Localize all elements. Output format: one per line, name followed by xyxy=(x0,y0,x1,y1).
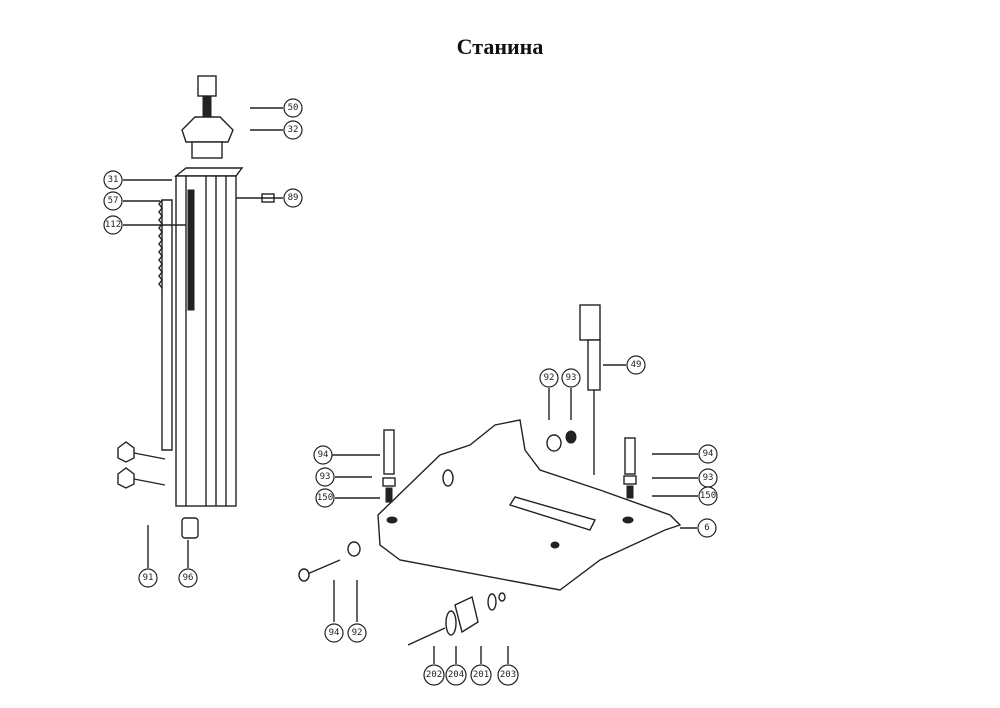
svg-text:202: 202 xyxy=(426,670,442,680)
svg-text:96: 96 xyxy=(183,573,194,583)
handle-knob xyxy=(181,116,234,143)
svg-text:92: 92 xyxy=(544,373,555,383)
knob-hub xyxy=(191,141,223,159)
nut-203 xyxy=(498,592,506,602)
column-top-face xyxy=(174,167,244,177)
bolt-94-bottom xyxy=(304,559,341,576)
callout: 204 xyxy=(445,664,467,686)
svg-text:6: 6 xyxy=(704,523,709,533)
svg-text:89: 89 xyxy=(288,193,299,203)
callout: 150 xyxy=(315,488,335,508)
svg-text:93: 93 xyxy=(703,473,714,483)
svg-text:93: 93 xyxy=(320,472,331,482)
callout: 201 xyxy=(470,664,492,686)
nut-93 xyxy=(565,430,577,444)
bolt-head-1 xyxy=(117,441,135,463)
callout: 31 xyxy=(103,170,123,190)
svg-text:112: 112 xyxy=(105,220,121,230)
svg-text:94: 94 xyxy=(703,449,714,459)
svg-text:93: 93 xyxy=(566,373,577,383)
column-assembly xyxy=(117,75,275,539)
bolt-202 xyxy=(407,627,446,646)
svg-text:150: 150 xyxy=(317,493,333,503)
diagram-title: Станина xyxy=(456,34,544,59)
callout: 112 xyxy=(103,215,123,235)
callout: 94 xyxy=(324,623,344,643)
svg-text:94: 94 xyxy=(329,628,340,638)
callout: 50 xyxy=(283,98,303,118)
svg-text:50: 50 xyxy=(288,103,299,113)
svg-text:91: 91 xyxy=(143,573,154,583)
leader-lines xyxy=(123,107,698,664)
callout: 96 xyxy=(178,568,198,588)
svg-text:94: 94 xyxy=(318,450,329,460)
top-nut xyxy=(197,75,217,97)
callout: 91 xyxy=(138,568,158,588)
lead-screw xyxy=(187,189,195,311)
washer-92-bottom xyxy=(347,541,361,557)
svg-text:204: 204 xyxy=(448,670,464,680)
callout: 93 xyxy=(561,368,581,388)
callout: 89 xyxy=(283,188,303,208)
svg-text:92: 92 xyxy=(352,628,363,638)
callout: 92 xyxy=(539,368,559,388)
base-casting xyxy=(377,419,682,591)
washer-204 xyxy=(445,610,457,636)
svg-text:57: 57 xyxy=(108,196,119,206)
svg-text:31: 31 xyxy=(108,175,119,185)
rubber-foot-201 xyxy=(454,596,479,634)
svg-text:32: 32 xyxy=(288,125,299,135)
svg-text:150: 150 xyxy=(700,491,716,501)
lead-screw-top xyxy=(202,95,212,117)
callout: 203 xyxy=(497,664,519,686)
callout: 93 xyxy=(698,468,718,488)
pin-49-head xyxy=(579,304,601,341)
bolt-head-2 xyxy=(117,467,135,489)
bolt-94-right xyxy=(624,437,636,475)
pin-49 xyxy=(587,339,601,391)
callout: 94 xyxy=(698,444,718,464)
callout: 94 xyxy=(313,445,333,465)
callout: 150 xyxy=(698,486,718,506)
callout: 93 xyxy=(315,467,335,487)
svg-text:201: 201 xyxy=(473,670,489,680)
callout: 57 xyxy=(103,191,123,211)
svg-text:49: 49 xyxy=(631,360,642,370)
base-assembly xyxy=(298,304,682,646)
callout: 202 xyxy=(423,664,445,686)
callout: 32 xyxy=(283,120,303,140)
sleeve-96 xyxy=(181,517,199,539)
bolt-94-left xyxy=(383,429,395,475)
rack xyxy=(161,199,173,451)
base-slot xyxy=(508,496,597,531)
callout: 49 xyxy=(626,355,646,375)
washer-92 xyxy=(546,434,562,452)
svg-text:203: 203 xyxy=(500,670,516,680)
callout: 92 xyxy=(347,623,367,643)
callout: 6 xyxy=(697,518,717,538)
